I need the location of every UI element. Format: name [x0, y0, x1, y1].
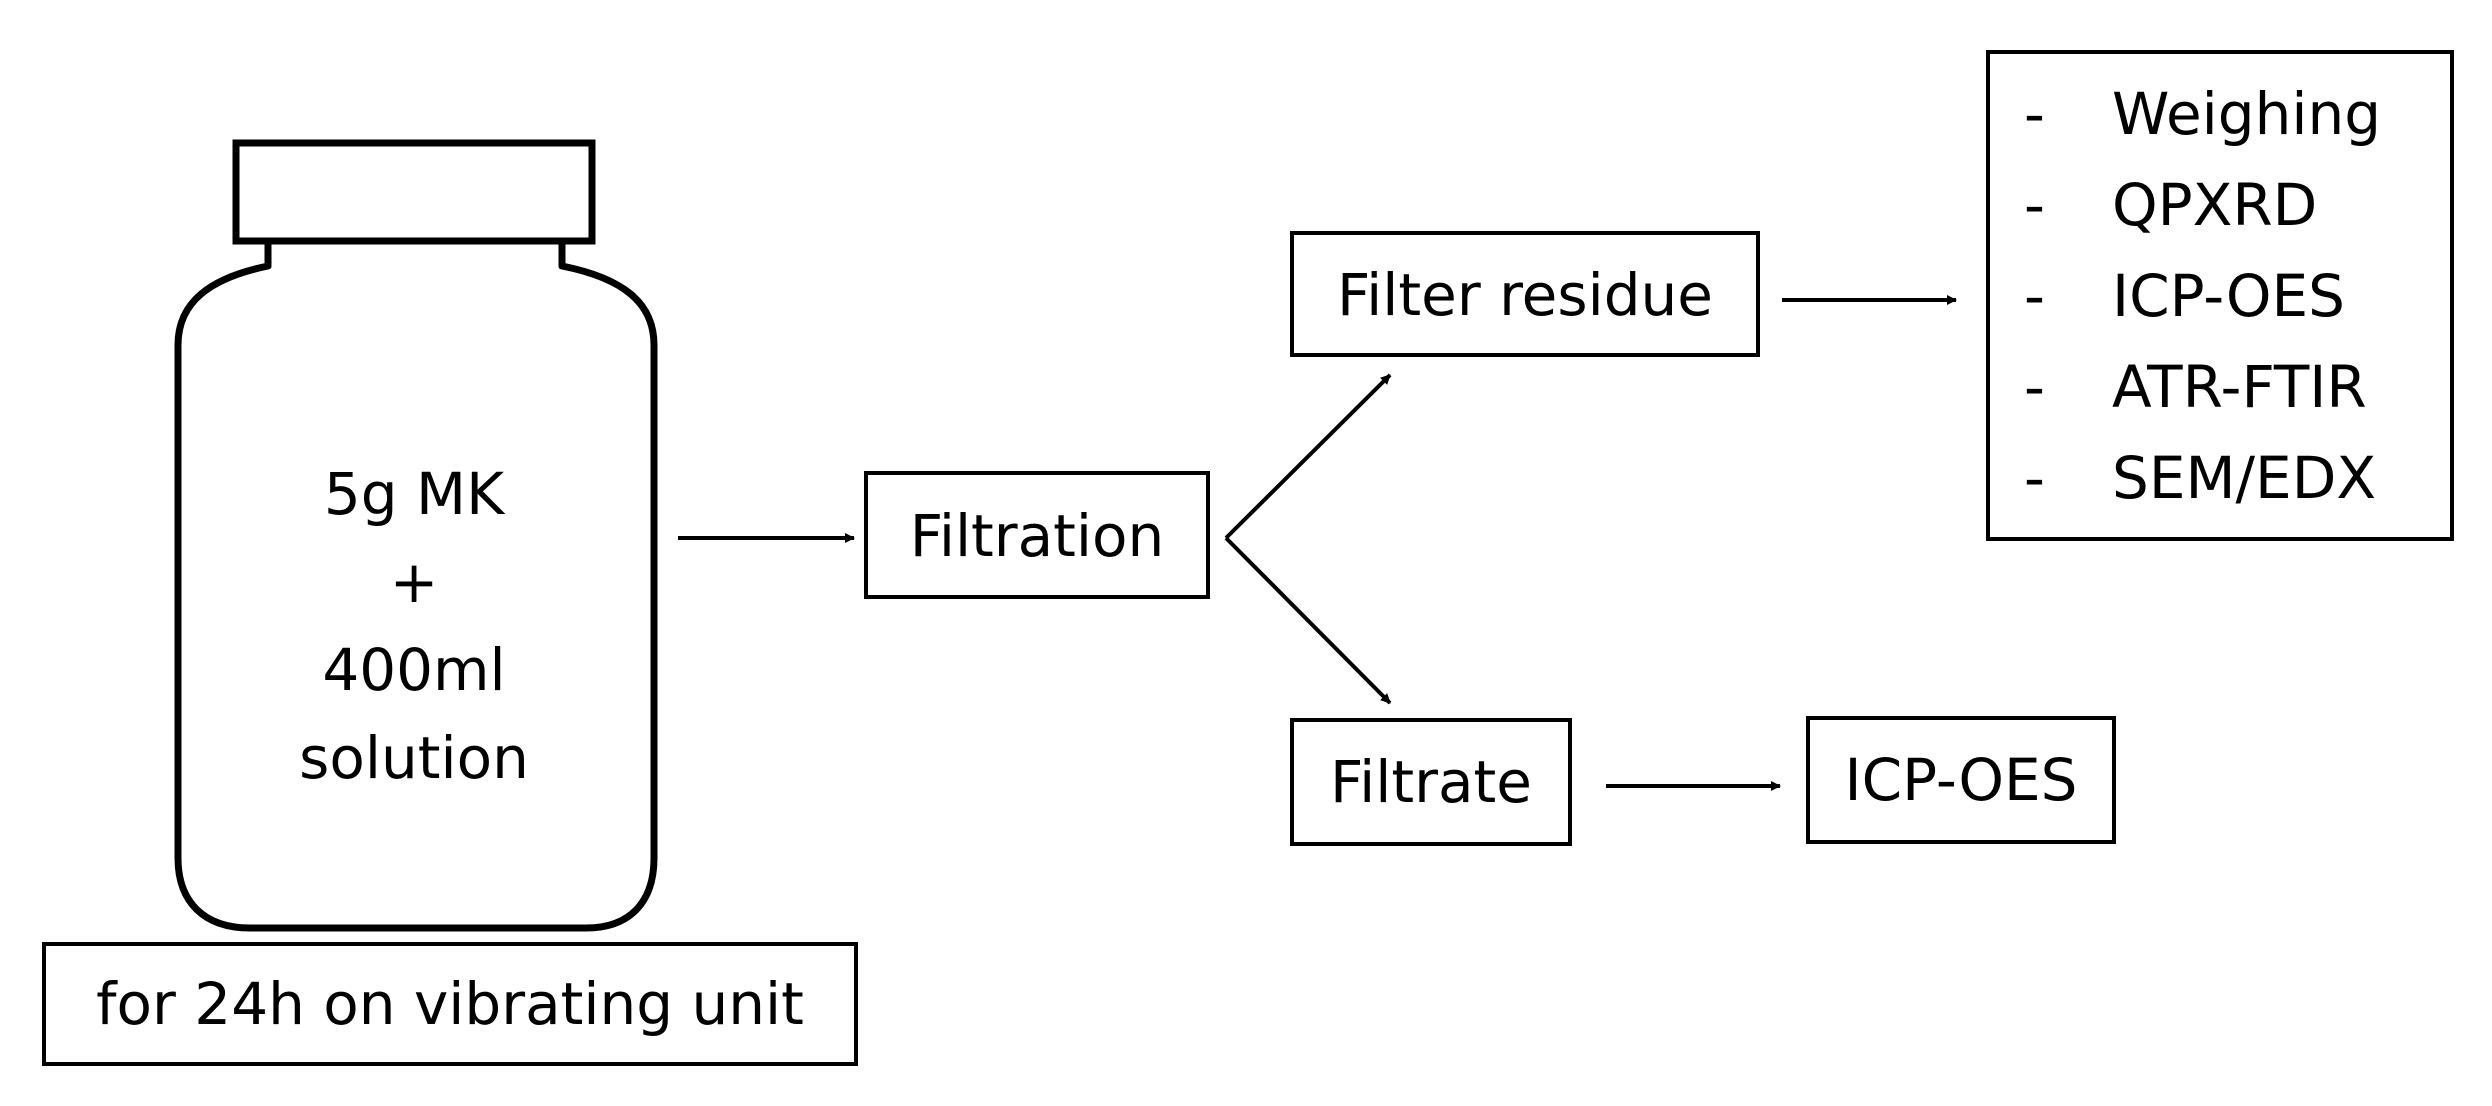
arrow-filtration-to-filtrate	[1224, 536, 1392, 705]
filtration-box: Filtration	[864, 471, 1210, 599]
jar-content-line-1: 5g MK	[324, 460, 506, 528]
filter-residue-box: Filter residue	[1290, 231, 1760, 357]
jar-content-line-3: 400ml	[322, 636, 505, 704]
analysis-bullet: -	[2024, 171, 2045, 239]
vibrating-unit-box: for 24h on vibrating unit	[42, 942, 858, 1066]
arrow-filtration-to-residue	[1224, 373, 1392, 540]
analysis-item-qpxrd: QPXRD	[2112, 171, 2317, 239]
jar-body	[174, 241, 658, 932]
sample-jar: 5g MK + 400ml solution	[174, 139, 658, 932]
jar-content-line-4: solution	[299, 724, 529, 792]
filtration-label: Filtration	[910, 502, 1165, 570]
analysis-item-sem-edx: SEM/EDX	[2112, 444, 2376, 512]
analysis-item-atr-ftir: ATR-FTIR	[2112, 353, 2367, 421]
filter-residue-label: Filter residue	[1337, 261, 1713, 329]
analysis-bullet: -	[2024, 262, 2045, 330]
analysis-bullet: -	[2024, 353, 2045, 421]
filtrate-box: Filtrate	[1290, 718, 1572, 846]
jar-lid	[232, 139, 596, 245]
filtrate-analysis-box: ICP-OES	[1806, 716, 2116, 844]
filtrate-label: Filtrate	[1330, 748, 1532, 816]
filtrate-analysis-label: ICP-OES	[1845, 746, 2078, 814]
jar-content-plus: +	[390, 548, 439, 616]
residue-analyses-box: - Weighing - QPXRD - ICP-OES - ATR-FTIR …	[1986, 50, 2454, 541]
analysis-bullet: -	[2024, 444, 2045, 512]
analysis-item-weighing: Weighing	[2112, 80, 2381, 148]
vibrating-unit-label: for 24h on vibrating unit	[96, 970, 804, 1038]
analysis-item-icp-oes: ICP-OES	[2112, 262, 2345, 330]
analysis-bullet: -	[2024, 80, 2045, 148]
